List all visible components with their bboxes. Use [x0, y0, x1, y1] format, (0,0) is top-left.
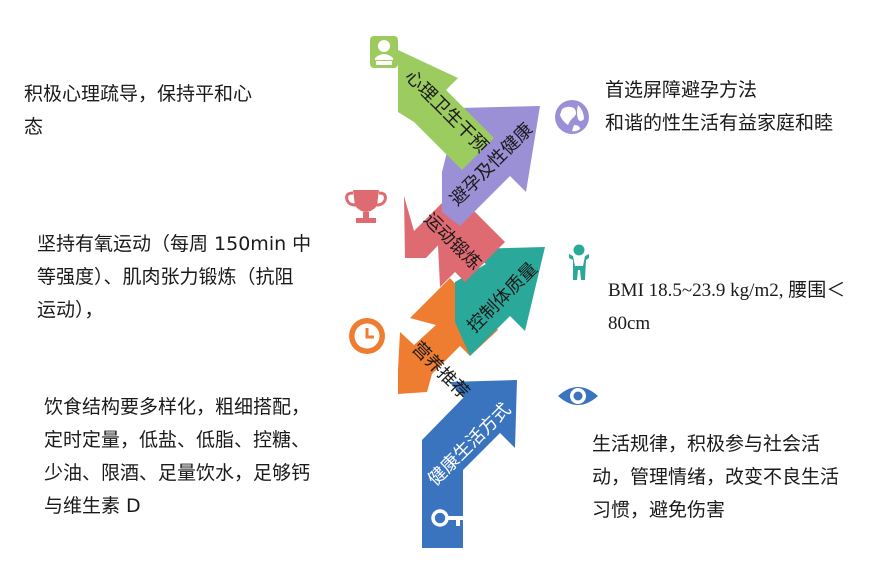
- note-mental-health: 积极心理疏导，保持平和心 态: [24, 83, 253, 138]
- user-icon: [370, 36, 398, 68]
- key-icon: [431, 509, 468, 527]
- note-nutrition: 饮食结构要多样化，粗细搭配， 定时定量，低盐、低脂、控糖、 少油、限酒、足量饮水…: [44, 396, 311, 517]
- trophy-icon: [345, 190, 387, 223]
- note-exercise: 坚持有氧运动（每周 150min 中 等强度）、肌肉张力锻炼（抗阻 运动），: [37, 233, 312, 321]
- clock-icon: [349, 318, 385, 354]
- eye-icon: [558, 387, 598, 405]
- note-weight-control: BMI 18.5~23.9 kg/m2, 腰围＜ 80cm: [608, 280, 846, 334]
- note-healthy-lifestyle: 生活规律，积极参与社会活 动，管理情绪，改变不良生活 习惯，避免伤害: [592, 433, 840, 521]
- globe-icon: [555, 100, 589, 134]
- person-icon: [569, 244, 589, 280]
- note-contraception: 首选屏障避孕方法 和谐的性生活有益家庭和睦: [605, 79, 834, 134]
